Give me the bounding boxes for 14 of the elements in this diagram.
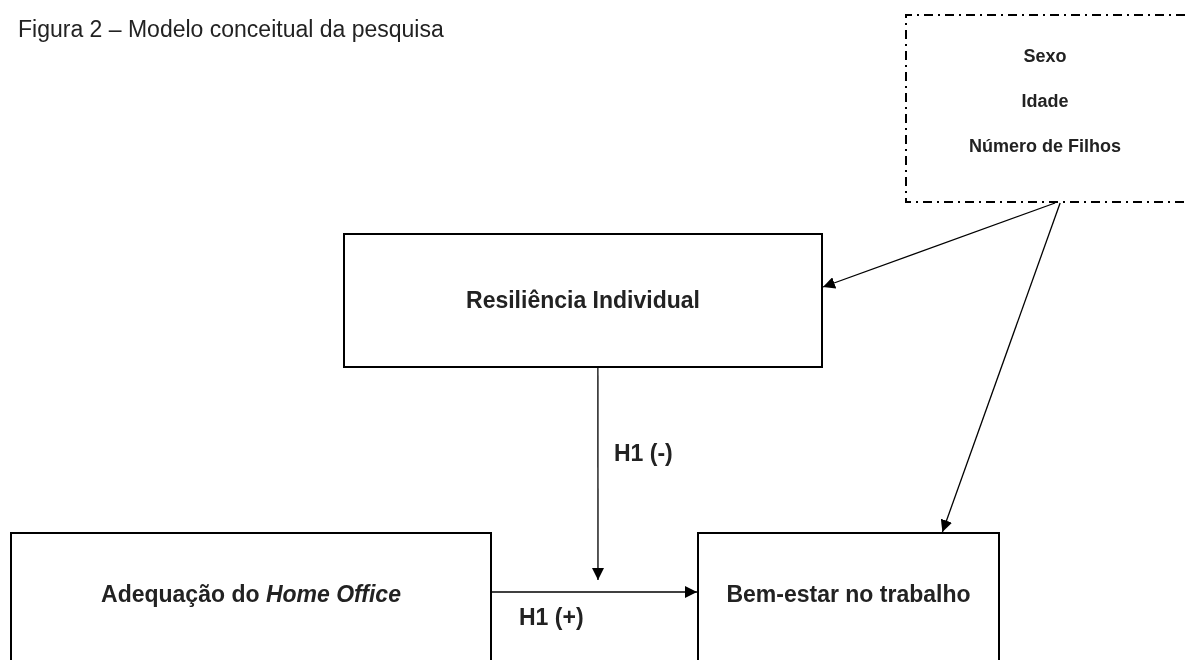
arrow bbox=[822, 202, 1056, 289]
construct-label: Resiliência Individual bbox=[466, 286, 700, 316]
construct-box bbox=[10, 532, 492, 660]
arrow bbox=[592, 367, 604, 581]
variable-label: Número de Filhos bbox=[969, 135, 1121, 158]
arrow bbox=[940, 202, 1061, 533]
construct-box bbox=[343, 233, 823, 368]
arrow bbox=[491, 586, 698, 598]
variable-label: Idade bbox=[1021, 90, 1069, 113]
variable-label: Sexo bbox=[1023, 45, 1067, 68]
construct-label: Adequação do Home Office bbox=[101, 580, 401, 609]
figure-title: Figura 2 – Modelo conceitual da pesquisa bbox=[18, 15, 444, 44]
construct-label: Bem-estar no trabalho bbox=[726, 580, 971, 609]
construct-box bbox=[697, 532, 1000, 660]
